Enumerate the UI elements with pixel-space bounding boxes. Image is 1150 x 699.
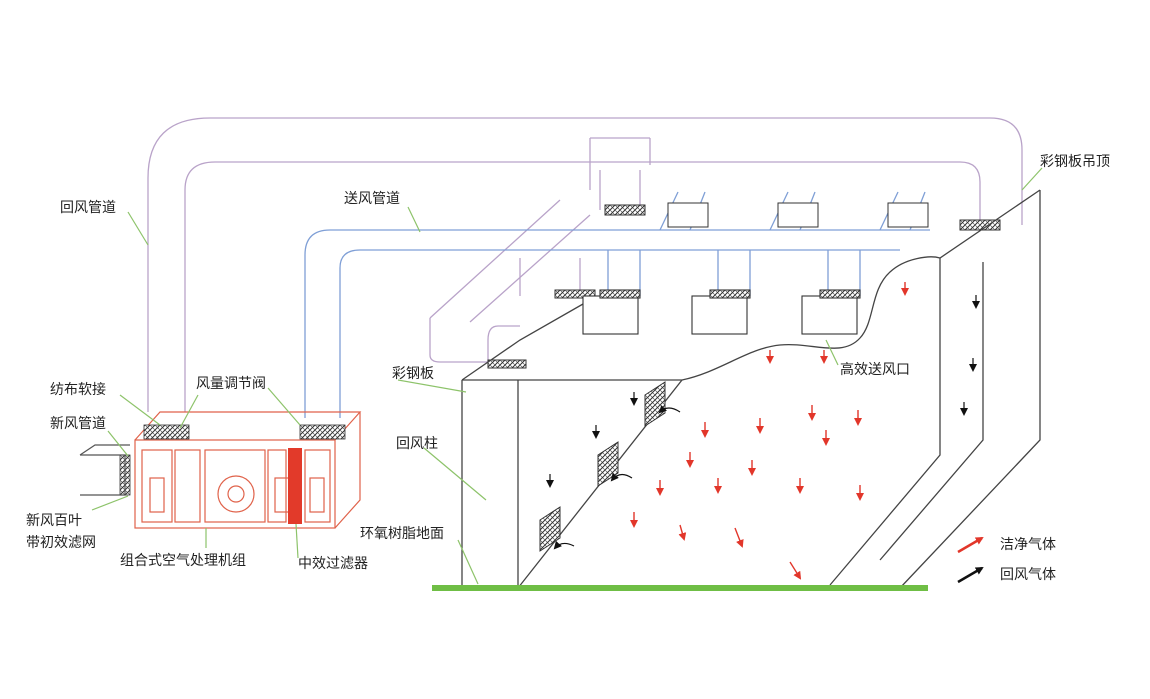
label-hepa-outlet: 高效送风口 [840, 361, 910, 378]
label-fresh-louver-line2: 带初效滤网 [26, 534, 96, 551]
legend-return-arrow [957, 566, 984, 584]
label-epoxy-floor: 环氧树脂地面 [360, 526, 444, 542]
label-ceiling: 彩钢板吊顶 [1040, 154, 1110, 170]
clean-air-arrows [630, 282, 909, 580]
legend-clean-label: 洁净气体 [1000, 537, 1056, 553]
label-fresh-louver-line1: 新风百叶 [26, 513, 82, 529]
ceiling-outlets-rear [487, 202, 1001, 369]
legend-clean-arrow [957, 536, 984, 554]
label-supply-duct: 送风管道 [344, 191, 400, 207]
fabric-joints [119, 424, 346, 496]
label-medium-filter: 中效过滤器 [298, 556, 368, 572]
label-fabric-joint: 纺布软接 [50, 381, 106, 398]
label-damper: 风量调节阀 [196, 376, 266, 392]
medium-filter-block [288, 448, 302, 524]
label-ahu: 组合式空气处理机组 [120, 553, 246, 569]
label-return-duct: 回风管道 [60, 200, 116, 216]
leader-lines [91, 167, 1043, 585]
hepa-outlets [582, 289, 861, 335]
return-duct [147, 117, 1023, 412]
label-color-steel-panel: 彩钢板 [392, 366, 434, 382]
legend-return-label: 回风气体 [1000, 567, 1056, 583]
fresh-air-duct [79, 444, 130, 496]
floor-line [432, 585, 928, 591]
label-return-column: 回风柱 [396, 436, 438, 452]
label-fresh-duct: 新风管道 [50, 416, 106, 432]
return-grilles [539, 381, 666, 552]
legend: 洁净气体 回风气体 [957, 536, 1056, 584]
return-air-arrows [546, 295, 980, 550]
